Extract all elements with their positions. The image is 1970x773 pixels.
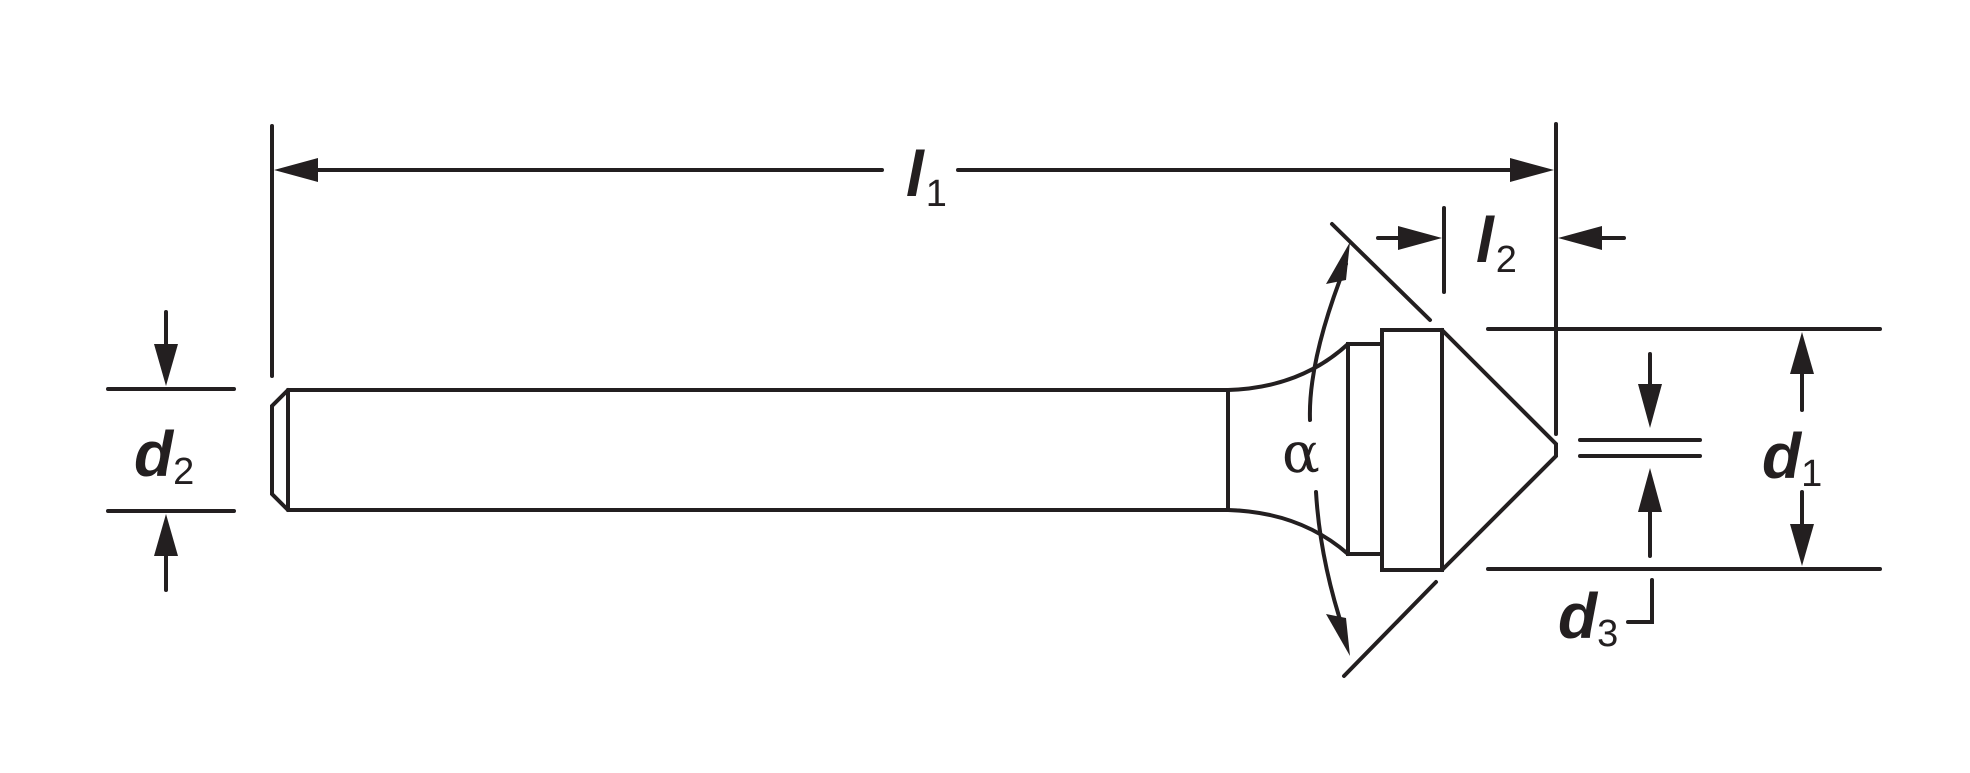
l2-dimension: l2 (1376, 204, 1626, 294)
d2-arrow-top (154, 344, 178, 386)
collars (1346, 328, 1444, 572)
l2-label: l2 (1476, 204, 1517, 281)
alpha-arrow-top (1326, 242, 1350, 284)
d2-label: d2 (134, 418, 194, 493)
alpha-dimension: α (1282, 242, 1350, 656)
l1-label: l1 (906, 138, 947, 215)
d3-dimension: d3 (1558, 352, 1702, 655)
alpha-arrow-bottom (1326, 614, 1350, 656)
alpha-label: α (1282, 421, 1320, 486)
cone-head (1440, 328, 1558, 572)
d1-dimension: d1 (1486, 327, 1882, 571)
d3-arrow-top (1638, 384, 1662, 428)
d1-arrow-bottom (1790, 524, 1814, 566)
d1-arrow-top (1790, 332, 1814, 374)
d2-arrow-bottom (154, 514, 178, 556)
d3-label: d3 (1558, 580, 1618, 655)
d2-dimension: d2 (106, 310, 236, 592)
l2-arrow-right (1558, 226, 1602, 250)
shank (270, 388, 1230, 512)
d1-label: d1 (1762, 420, 1822, 495)
l2-arrow-left (1398, 226, 1442, 250)
cone-extension-lines (1330, 222, 1438, 678)
l1-arrow-right (1510, 158, 1554, 182)
l1-arrow-left (274, 158, 318, 182)
d3-arrow-bottom (1638, 468, 1662, 512)
l1-dimension: l1 (270, 122, 1558, 436)
